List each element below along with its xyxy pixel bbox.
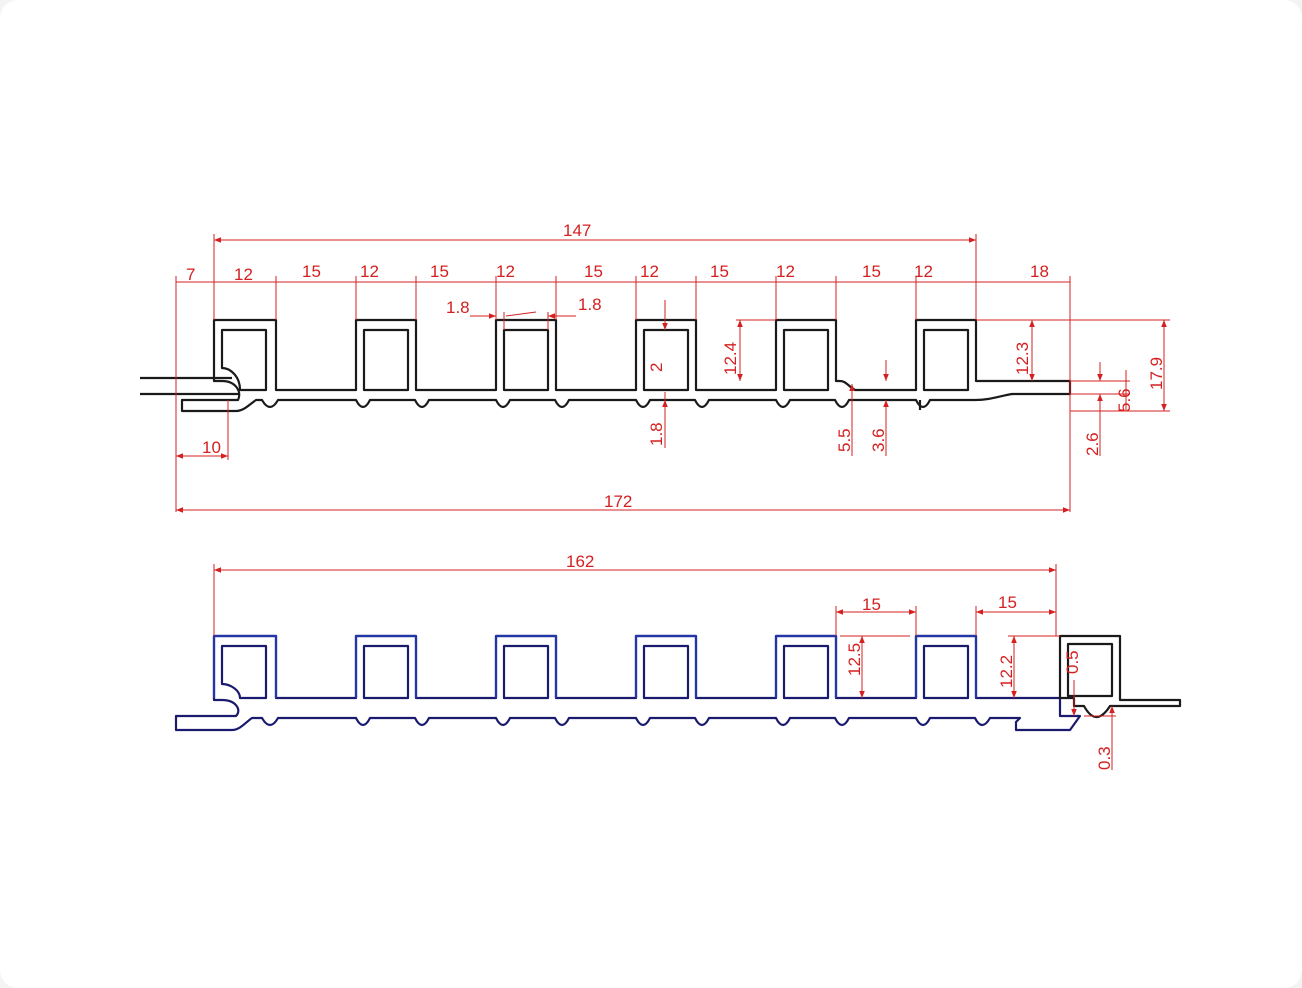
dim-7: 7	[186, 265, 195, 284]
bottom-hole-6	[922, 644, 970, 700]
dim-0-3: 0.3	[1095, 746, 1114, 770]
dim-seq-4: 12	[496, 262, 515, 281]
dim-seq-5: 15	[584, 262, 603, 281]
dim-seq-8: 12	[776, 262, 795, 281]
top-hole-6	[922, 328, 970, 392]
dim-seq-3: 15	[430, 262, 449, 281]
bottom-hole-5	[782, 644, 830, 700]
dim-15-b: 15	[998, 593, 1017, 612]
top-hole-1	[220, 328, 268, 392]
dim-12-2: 12.2	[997, 655, 1016, 688]
bottom-profile-outline	[174, 634, 1082, 732]
bottom-hole-2	[362, 644, 410, 700]
dim-0-5: 0.5	[1063, 650, 1082, 674]
top-profile	[140, 318, 1072, 413]
top-profile-outline	[180, 318, 1072, 413]
dim-seq-10: 12	[914, 262, 933, 281]
dim-seq-9: 15	[862, 262, 881, 281]
dim-seq-2: 12	[360, 262, 379, 281]
bottom-hole-4	[642, 644, 690, 700]
dim-5-5: 5.5	[835, 428, 854, 452]
dim-1-8-c: 1.8	[647, 422, 666, 446]
dim-17-9: 17.9	[1147, 357, 1166, 390]
top-hole-5	[782, 328, 830, 392]
dim-12-5: 12.5	[845, 643, 864, 676]
dim-seq-0: 12	[234, 265, 253, 284]
bottom-profile	[174, 634, 1182, 732]
dim-2-6: 2.6	[1083, 432, 1102, 456]
dim-162: 162	[566, 552, 594, 571]
dim-147: 147	[563, 221, 591, 240]
dim-3-6: 3.6	[869, 428, 888, 452]
dim-2: 2	[647, 363, 666, 372]
dim-1-8-b: 1.8	[578, 295, 602, 314]
dim-172: 172	[604, 492, 632, 511]
dim-18: 18	[1030, 262, 1049, 281]
top-hole-4	[642, 328, 690, 392]
dim-15-a: 15	[862, 595, 881, 614]
dim-5-6: 5.6	[1115, 388, 1134, 412]
clip-hole	[1066, 642, 1114, 698]
dim-seq-7: 15	[710, 262, 729, 281]
bottom-hole-3	[502, 644, 550, 700]
dim-seq-1: 15	[302, 262, 321, 281]
dim-12-3: 12.3	[1013, 342, 1032, 375]
top-dimensions: 147 7 12 15 12 15 12 15 12 15 12 15 12 1…	[175, 221, 1170, 513]
clip-piece	[1058, 634, 1182, 719]
dim-1-8-a: 1.8	[446, 298, 470, 317]
dim-seq-6: 12	[640, 262, 659, 281]
dim-10: 10	[202, 438, 221, 457]
top-hole-3	[502, 328, 550, 392]
dim-12-4: 12.4	[721, 342, 740, 375]
top-hole-2	[362, 328, 410, 392]
bottom-dimensions: 162 15 15 12.5 12.2 0.5 0.3	[213, 552, 1116, 770]
bottom-hole-1	[220, 644, 268, 700]
